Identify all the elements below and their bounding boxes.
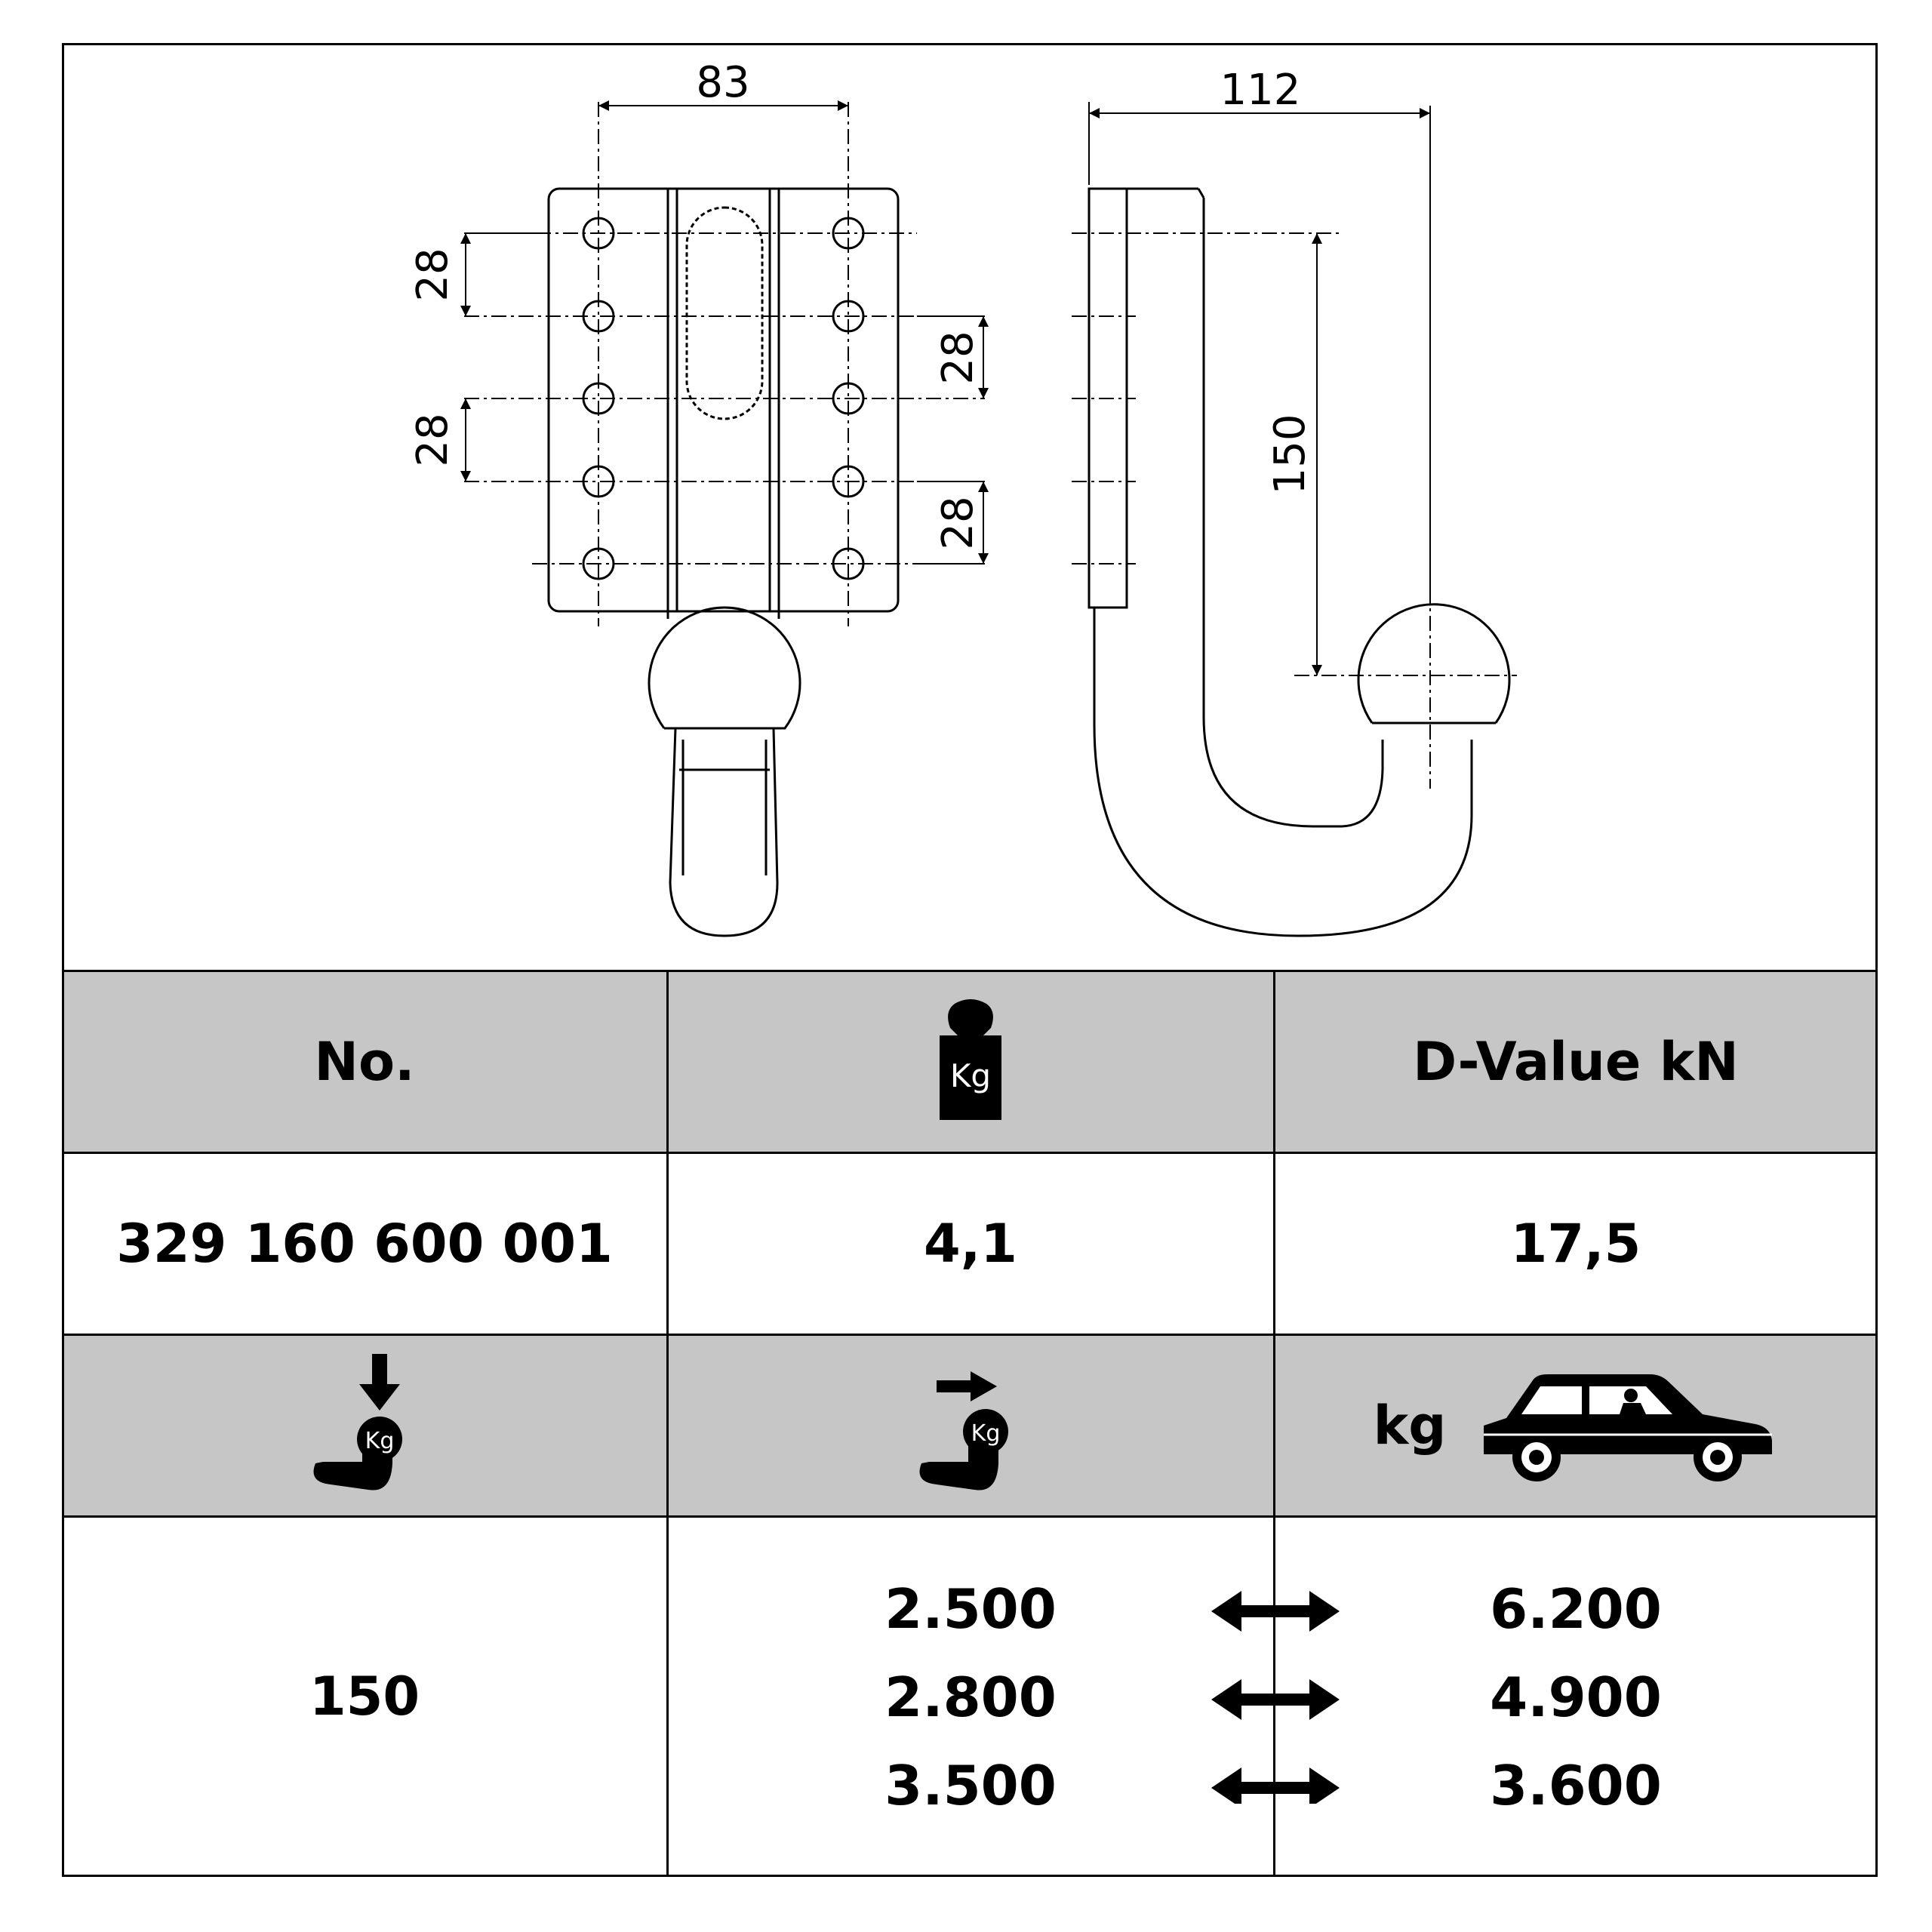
dim-28-right-bottom: 28: [934, 496, 983, 549]
dim-150: 150: [1266, 414, 1315, 495]
table-col-border-1: [666, 970, 669, 1877]
vehicle-weight-label: kg: [1373, 1394, 1447, 1457]
vehicle-weight-3: 3.600: [1490, 1754, 1662, 1817]
header-number: No.: [62, 971, 667, 1152]
header-dvalue-label: D-Value kN: [1413, 1030, 1739, 1093]
dim-28-left-top: 28: [408, 248, 457, 301]
plate-slot: [685, 206, 764, 420]
weight-value: 4,1: [923, 1212, 1017, 1275]
header-vehicle-weight: kg: [1274, 1334, 1878, 1516]
dim-28-left-bottom: 28: [408, 413, 457, 466]
dim-83: 83: [696, 58, 749, 107]
hook-arm: [1202, 198, 1384, 828]
vehicle-weight-1: 6.200: [1490, 1577, 1662, 1641]
side-center-lines: [1072, 232, 1517, 789]
row2-vertical-load: 150: [62, 1516, 667, 1877]
technical-drawing: 83 112 28 28 28 28 150: [408, 58, 1517, 937]
dvalue-value: 17,5: [1510, 1212, 1641, 1275]
mounting-plate: [547, 187, 900, 613]
double-arrow-icon: [1211, 1591, 1340, 1804]
row1-dvalue: 17,5: [1274, 1152, 1878, 1334]
header-vertical-load: Kg: [62, 1334, 667, 1516]
row1-weight: 4,1: [667, 1152, 1274, 1334]
front-center-lines: [464, 102, 985, 626]
header-dvalue: D-Value kN: [1274, 971, 1878, 1152]
towing-load-icon-text: Kg: [971, 1420, 1001, 1447]
trailer-load-3: 3.500: [884, 1754, 1057, 1817]
front-extension-lines: [464, 232, 985, 565]
table-col-border-2: [1273, 970, 1275, 1877]
dim-112: 112: [1220, 66, 1301, 115]
weight-icon-text: Kg: [950, 1057, 991, 1094]
front-view: [547, 187, 900, 937]
table-top-border: [62, 970, 1878, 972]
vertical-load-icon: Kg: [313, 1353, 402, 1491]
car-icon: [1484, 1374, 1773, 1481]
vertical-load-value: 150: [309, 1666, 420, 1727]
front-dimensions: [460, 100, 989, 564]
side-extension-lines: [1088, 102, 1431, 675]
header-number-label: No.: [314, 1030, 415, 1093]
vertical-load-icon-text: Kg: [365, 1428, 395, 1454]
vehicle-weight-2: 4.900: [1490, 1666, 1662, 1729]
header-weight: Kg: [667, 971, 1274, 1152]
outer-frame: [62, 43, 1878, 1877]
table-row-border-2: [62, 1334, 1878, 1336]
table-row-border-1: [62, 1152, 1878, 1154]
header-towing-load: Kg: [667, 1334, 1274, 1516]
trailer-load-1: 2.500: [884, 1577, 1057, 1641]
tow-ball-front: [648, 606, 801, 730]
table-row-border-3: [62, 1515, 1878, 1518]
towing-load-icon: Kg: [919, 1371, 1008, 1491]
dim-28-right-top: 28: [934, 331, 983, 384]
row1-number: 329 160 600 001: [62, 1152, 667, 1334]
part-number: 329 160 600 001: [116, 1212, 613, 1275]
weight-kg-icon: Kg: [940, 998, 1001, 1120]
trailer-load-2: 2.800: [884, 1666, 1057, 1729]
